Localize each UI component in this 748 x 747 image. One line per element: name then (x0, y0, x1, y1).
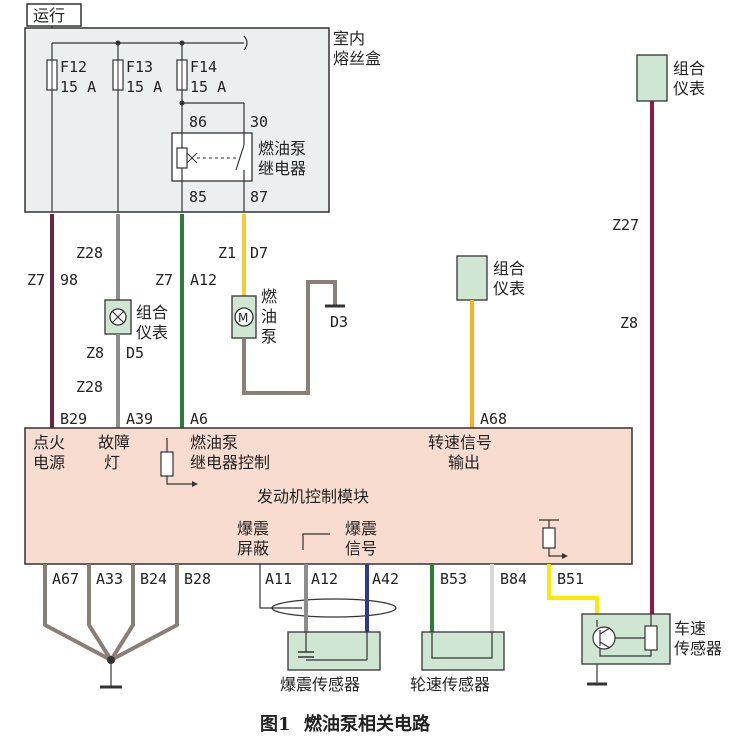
conn-z28-lower: Z28 (76, 378, 103, 396)
fuel-pump-label-1: 燃 (261, 287, 277, 306)
wire-vss-yellow (547, 564, 599, 620)
figure-number: 图1 (260, 714, 291, 735)
relay-title-line1: 燃油泵 (258, 139, 306, 158)
conn-z27: Z27 (612, 216, 639, 234)
vss-coil-icon (644, 625, 658, 651)
ecm-pin-a6: A6 (190, 410, 208, 428)
conn-a12-top: A12 (190, 271, 217, 289)
cluster-right-box (636, 54, 668, 102)
fuel-pump-label-2: 油 (261, 307, 277, 326)
fuse-f13-rating: 15 A (126, 78, 162, 96)
conn-z7-left: Z7 (27, 271, 45, 289)
ecm-pin-b84: B84 (500, 570, 527, 588)
fuse-f12-rating: 15 A (60, 78, 96, 96)
ecm-speed-line1: 转速信号 (428, 433, 492, 452)
cluster-left-line1: 组合 (136, 303, 168, 322)
ecm-pin-a42: A42 (372, 570, 399, 588)
ecm-pin-a12: A12 (311, 570, 338, 588)
run-label-box (26, 3, 82, 27)
relay-title-line2: 继电器 (258, 159, 306, 178)
figure-title: 燃油泵相关电路 (304, 713, 431, 735)
cluster-right-line2: 仪表 (673, 79, 705, 98)
fuse-box-title-line2: 熔丝盒 (333, 49, 381, 68)
relay-pin-30: 30 (250, 113, 268, 131)
relay-pin-87: 87 (250, 188, 268, 206)
fuse-f14-name: F14 (190, 58, 217, 76)
fuse-f14-rating: 15 A (190, 78, 226, 96)
engine-control-module (24, 427, 633, 565)
ecm-ignition-line1: 点火 (33, 433, 65, 452)
conn-z28-upper: Z28 (76, 244, 103, 262)
fuel-pump-motor-symbol: M (238, 311, 248, 325)
ecm-pin-b24: B24 (140, 570, 167, 588)
conn-z8-left: Z8 (86, 344, 104, 362)
cluster-mid-line1: 组合 (493, 259, 525, 278)
ecm-relay-ctrl-line2: 继电器控制 (190, 453, 270, 472)
ecm-knock-signal-line1: 爆震 (345, 519, 377, 538)
conn-z7-mid: Z7 (155, 271, 173, 289)
ecm-knock-shield-line1: 爆震 (237, 519, 269, 538)
vss-label-line1: 车速 (674, 619, 706, 638)
cluster-right-line1: 组合 (673, 59, 705, 78)
relay-pin-86: 86 (189, 113, 207, 131)
ecm-title: 发动机控制模块 (257, 487, 369, 506)
conn-z1: Z1 (218, 244, 236, 262)
fuse-box (24, 27, 330, 213)
relay-coil-symbol (176, 147, 188, 169)
ecm-fault-line2: 灯 (104, 453, 120, 472)
ecm-pin-a11: A11 (265, 570, 292, 588)
conn-d5: D5 (126, 344, 144, 362)
ecm-speed-line2: 输出 (448, 453, 480, 472)
fuse-box-title-line1: 室内 (333, 29, 365, 48)
cluster-mid-box (456, 255, 488, 301)
ecm-pin-b29: B29 (60, 410, 87, 428)
ecm-pin-b53: B53 (440, 570, 467, 588)
wheel-sensor-box (421, 631, 505, 671)
ecm-relay-ctrl-line1: 燃油泵 (190, 433, 238, 452)
wire-pump-ground (242, 280, 337, 395)
relay-driver-icon (160, 451, 174, 477)
fuse-f12-name: F12 (60, 58, 87, 76)
ground-d3-label: D3 (330, 313, 348, 331)
knock-sensor-box (287, 631, 381, 671)
relay-pin-85: 85 (189, 188, 207, 206)
wire-knock-shield (259, 564, 302, 609)
run-label: 运行 (33, 6, 65, 25)
ecm-knock-signal-line2: 信号 (345, 539, 377, 558)
cluster-mid-line2: 仪表 (493, 279, 525, 298)
ecm-pin-b51: B51 (557, 570, 584, 588)
wheel-sensor-label: 轮速传感器 (410, 675, 490, 694)
conn-98: 98 (60, 271, 78, 289)
fuel-pump-label-3: 泵 (261, 327, 277, 346)
cluster-left-line2: 仪表 (136, 323, 168, 342)
ecm-knock-shield-line2: 屏蔽 (237, 539, 269, 558)
ecm-pin-a67: A67 (52, 570, 79, 588)
bus-continuation-mark (243, 35, 248, 51)
knock-shielding-loop (271, 598, 397, 618)
ecm-pin-a33: A33 (96, 570, 123, 588)
vss-label-line2: 传感器 (674, 639, 722, 658)
ecm-pin-b28: B28 (184, 570, 211, 588)
vss-input-icon (542, 527, 556, 549)
ecm-pin-a68: A68 (480, 410, 507, 428)
ecm-pin-a39: A39 (126, 410, 153, 428)
ecm-ignition-line2: 电源 (33, 453, 65, 472)
vss-transistor-icon (592, 626, 616, 650)
relay-switch-contact (235, 144, 245, 171)
ecm-fault-line1: 故障 (98, 433, 130, 452)
ecm-ground-wires (43, 564, 179, 662)
conn-z8-right: Z8 (620, 314, 638, 332)
fuse-f13-name: F13 (126, 58, 153, 76)
knock-sensor-label: 爆震传感器 (280, 675, 360, 694)
conn-d7: D7 (250, 244, 268, 262)
fuel-pump-motor-icon (234, 307, 254, 327)
